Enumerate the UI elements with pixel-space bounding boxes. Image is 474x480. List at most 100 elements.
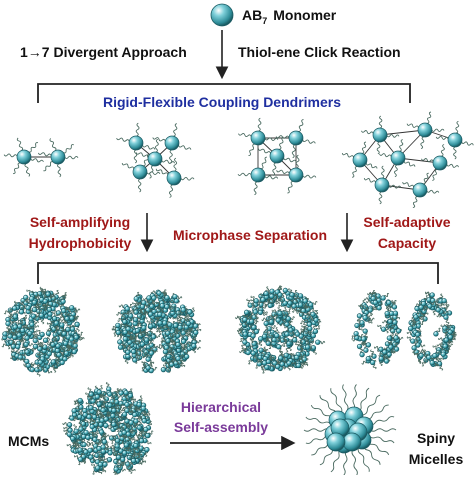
micelle-bead (113, 466, 119, 472)
micelle-bead (17, 323, 23, 329)
rigid-core-sphere (288, 130, 304, 146)
alkyl-chain (365, 163, 378, 169)
micelle-bead (121, 429, 127, 436)
micelle-bead (96, 401, 102, 407)
micelle-bead (294, 331, 301, 337)
micelle-bead (151, 295, 157, 301)
micelle-bead (277, 292, 283, 298)
micelle-bead (80, 421, 86, 427)
micelle-bead (122, 329, 128, 335)
top-bracket (37, 83, 411, 103)
micelle-bead (362, 315, 368, 321)
dendrimer-g2 (116, 122, 195, 198)
micelle-bead (156, 290, 162, 296)
alkyl-chain (291, 144, 296, 159)
micelle-bead (248, 318, 255, 325)
micelle-bead (66, 431, 73, 438)
micelle-bead (353, 330, 359, 337)
micelle-bead (51, 326, 57, 332)
alkyl-chain (64, 155, 79, 160)
micelle-bead (117, 339, 123, 345)
micelle-bead (167, 322, 173, 328)
micelle-bead (275, 363, 281, 370)
micelle-bead (86, 414, 92, 420)
micelle-bead (114, 443, 120, 449)
alkyl-chain (180, 177, 195, 181)
micelle-bead (265, 340, 271, 347)
micelle-bead (70, 435, 76, 442)
micelle-bead (107, 402, 113, 408)
micelle-bead (242, 331, 248, 337)
rigid-core-sphere (417, 122, 433, 138)
micelle-bead (27, 330, 33, 336)
micelle-bead (100, 407, 106, 413)
alkyl-chain (135, 122, 140, 137)
spiny-chain (352, 384, 357, 411)
alkyl-chain (173, 157, 178, 172)
spiny-micelles-label-line2: Micelles (409, 451, 464, 467)
micelle-bead (180, 338, 187, 345)
micelle-bead (310, 333, 316, 339)
micelle-bead (111, 421, 117, 428)
micelle-bead (59, 322, 65, 328)
micelle-bead (103, 416, 109, 422)
alkyl-chain (238, 132, 252, 138)
micelle-bead (77, 414, 83, 420)
alkyl-chain (361, 130, 374, 135)
micelle-bead (291, 303, 297, 309)
micelle-bead (50, 359, 57, 365)
micelle-bead (392, 310, 399, 316)
micelle-bead (149, 303, 155, 309)
micelle-bead (42, 337, 49, 343)
micelle-bead (72, 343, 78, 349)
spiny-chain (369, 428, 397, 432)
micelle-bead (88, 405, 94, 411)
micelle-bead (132, 317, 139, 323)
microphase-separation-label: Microphase Separation (173, 227, 327, 243)
micelle-bead (310, 311, 316, 317)
alkyl-chain (264, 175, 279, 180)
micelle-bead (91, 414, 98, 420)
micelle-bead (77, 397, 83, 404)
micelle-bead (282, 287, 288, 294)
dendrimers-title: Rigid-Flexible Coupling Dendrimers (103, 94, 341, 110)
micelle-bead (312, 328, 319, 335)
micelle-bead (118, 390, 124, 396)
spiny-chain (305, 416, 332, 425)
micelle-bead (386, 335, 393, 341)
micelle-bead (307, 325, 313, 332)
micelle-bead (123, 442, 129, 448)
rigid-core-sphere (374, 177, 390, 193)
micelle-bead (365, 342, 372, 348)
alkyl-chain (142, 145, 156, 150)
alkyl-chain (43, 161, 54, 172)
micelle-bead (100, 448, 106, 455)
micelle-bead (172, 322, 179, 329)
micelle-ring-right (406, 291, 457, 371)
micelle-bead (282, 300, 288, 306)
micelle-bead (279, 361, 285, 367)
micelle-bead (88, 391, 94, 397)
rigid-core-sphere (166, 170, 182, 186)
rigid-core-sphere (128, 135, 144, 151)
micelle-bead (145, 365, 151, 371)
micelle-bead (89, 424, 95, 430)
micelle-bead (139, 341, 146, 347)
spiny-chain (366, 404, 389, 420)
micelle-bead (162, 349, 169, 355)
alkyl-chain (420, 136, 425, 150)
micelle-bead (415, 331, 421, 338)
micelle-bead (121, 450, 128, 456)
spiny-core-sphere (326, 432, 346, 452)
alkyl-chain (133, 149, 138, 164)
micelle-bead (378, 355, 384, 362)
micelle-bead (102, 461, 108, 468)
micelle-bead (90, 398, 96, 404)
micelle-bead (38, 312, 45, 319)
micelle-bead (107, 450, 113, 456)
alkyl-chain (149, 165, 154, 179)
micelle-bead (277, 355, 284, 361)
micelle-bead (289, 292, 295, 298)
micelle-bead (47, 311, 53, 317)
micelle-bead (85, 434, 91, 441)
